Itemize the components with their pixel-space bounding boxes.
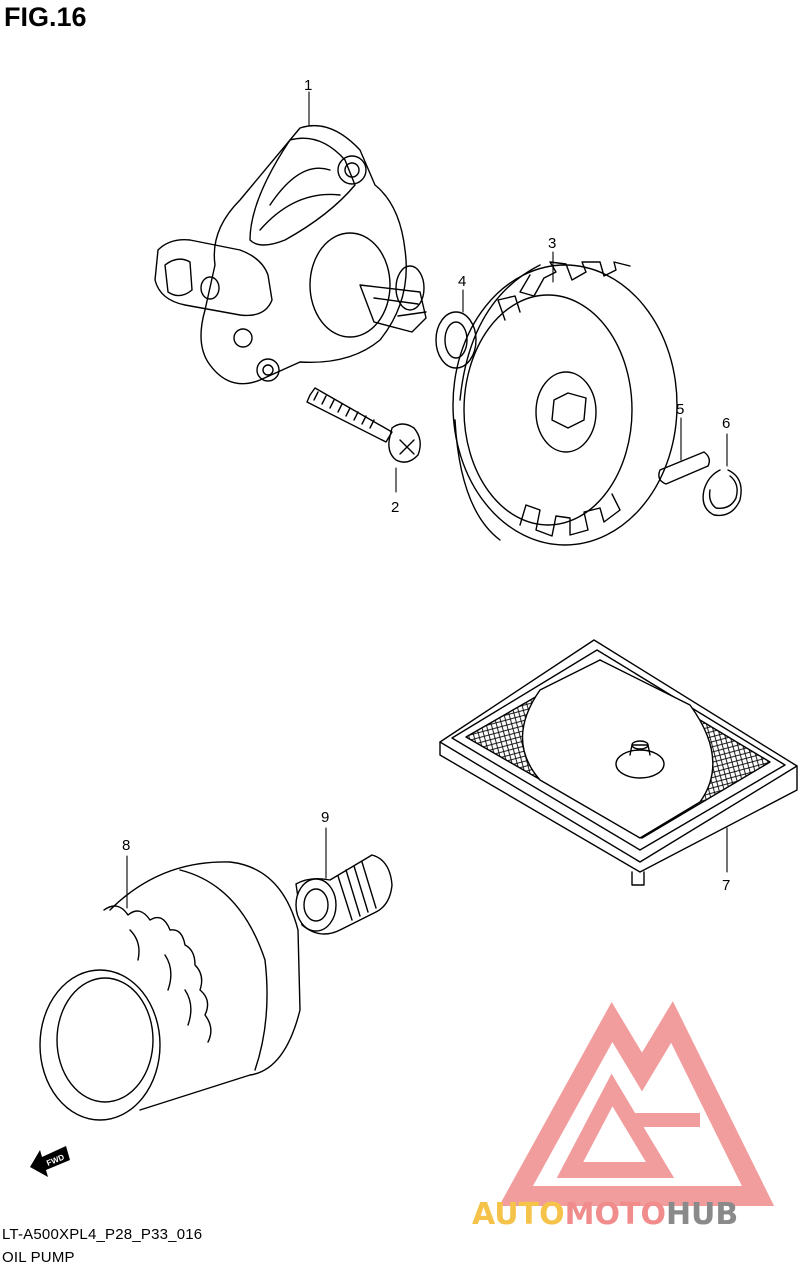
callout-part-6: 6 xyxy=(722,415,730,432)
callout-part-8: 8 xyxy=(122,837,130,854)
oil-filter xyxy=(39,861,301,1121)
circlip xyxy=(702,469,742,517)
callout-part-7: 7 xyxy=(722,877,730,894)
oil-pump-gear xyxy=(452,261,678,546)
washer xyxy=(435,311,477,369)
figure-title: FIG.16 xyxy=(4,2,87,32)
figure-name: OIL PUMP xyxy=(2,1249,75,1266)
callout-part-3: 3 xyxy=(548,235,556,252)
bolt xyxy=(306,387,421,463)
watermark-auto: AUTO xyxy=(472,1197,565,1232)
callout-part-4: 4 xyxy=(458,273,466,290)
oil-pump-body xyxy=(154,124,427,385)
part-callouts: 1 2 3 4 5 6 7 8 9 xyxy=(122,77,730,894)
watermark-logo-icon xyxy=(499,1001,775,1206)
leader-lines xyxy=(126,91,728,909)
watermark-moto: MOTO xyxy=(565,1197,666,1232)
watermark-text: AUTOMOTOHUB xyxy=(472,1197,738,1232)
callout-part-9: 9 xyxy=(321,809,329,826)
callout-part-2: 2 xyxy=(391,499,399,516)
pin xyxy=(658,451,711,485)
oil-strainer xyxy=(439,639,798,886)
callout-part-5: 5 xyxy=(676,401,684,418)
callout-part-1: 1 xyxy=(304,77,312,94)
figure-code: LT-A500XPL4_P28_P33_016 xyxy=(2,1226,203,1243)
fwd-arrow-icon: FWD xyxy=(30,1146,70,1177)
watermark-hub: HUB xyxy=(666,1197,738,1232)
union-bolt xyxy=(295,854,393,935)
